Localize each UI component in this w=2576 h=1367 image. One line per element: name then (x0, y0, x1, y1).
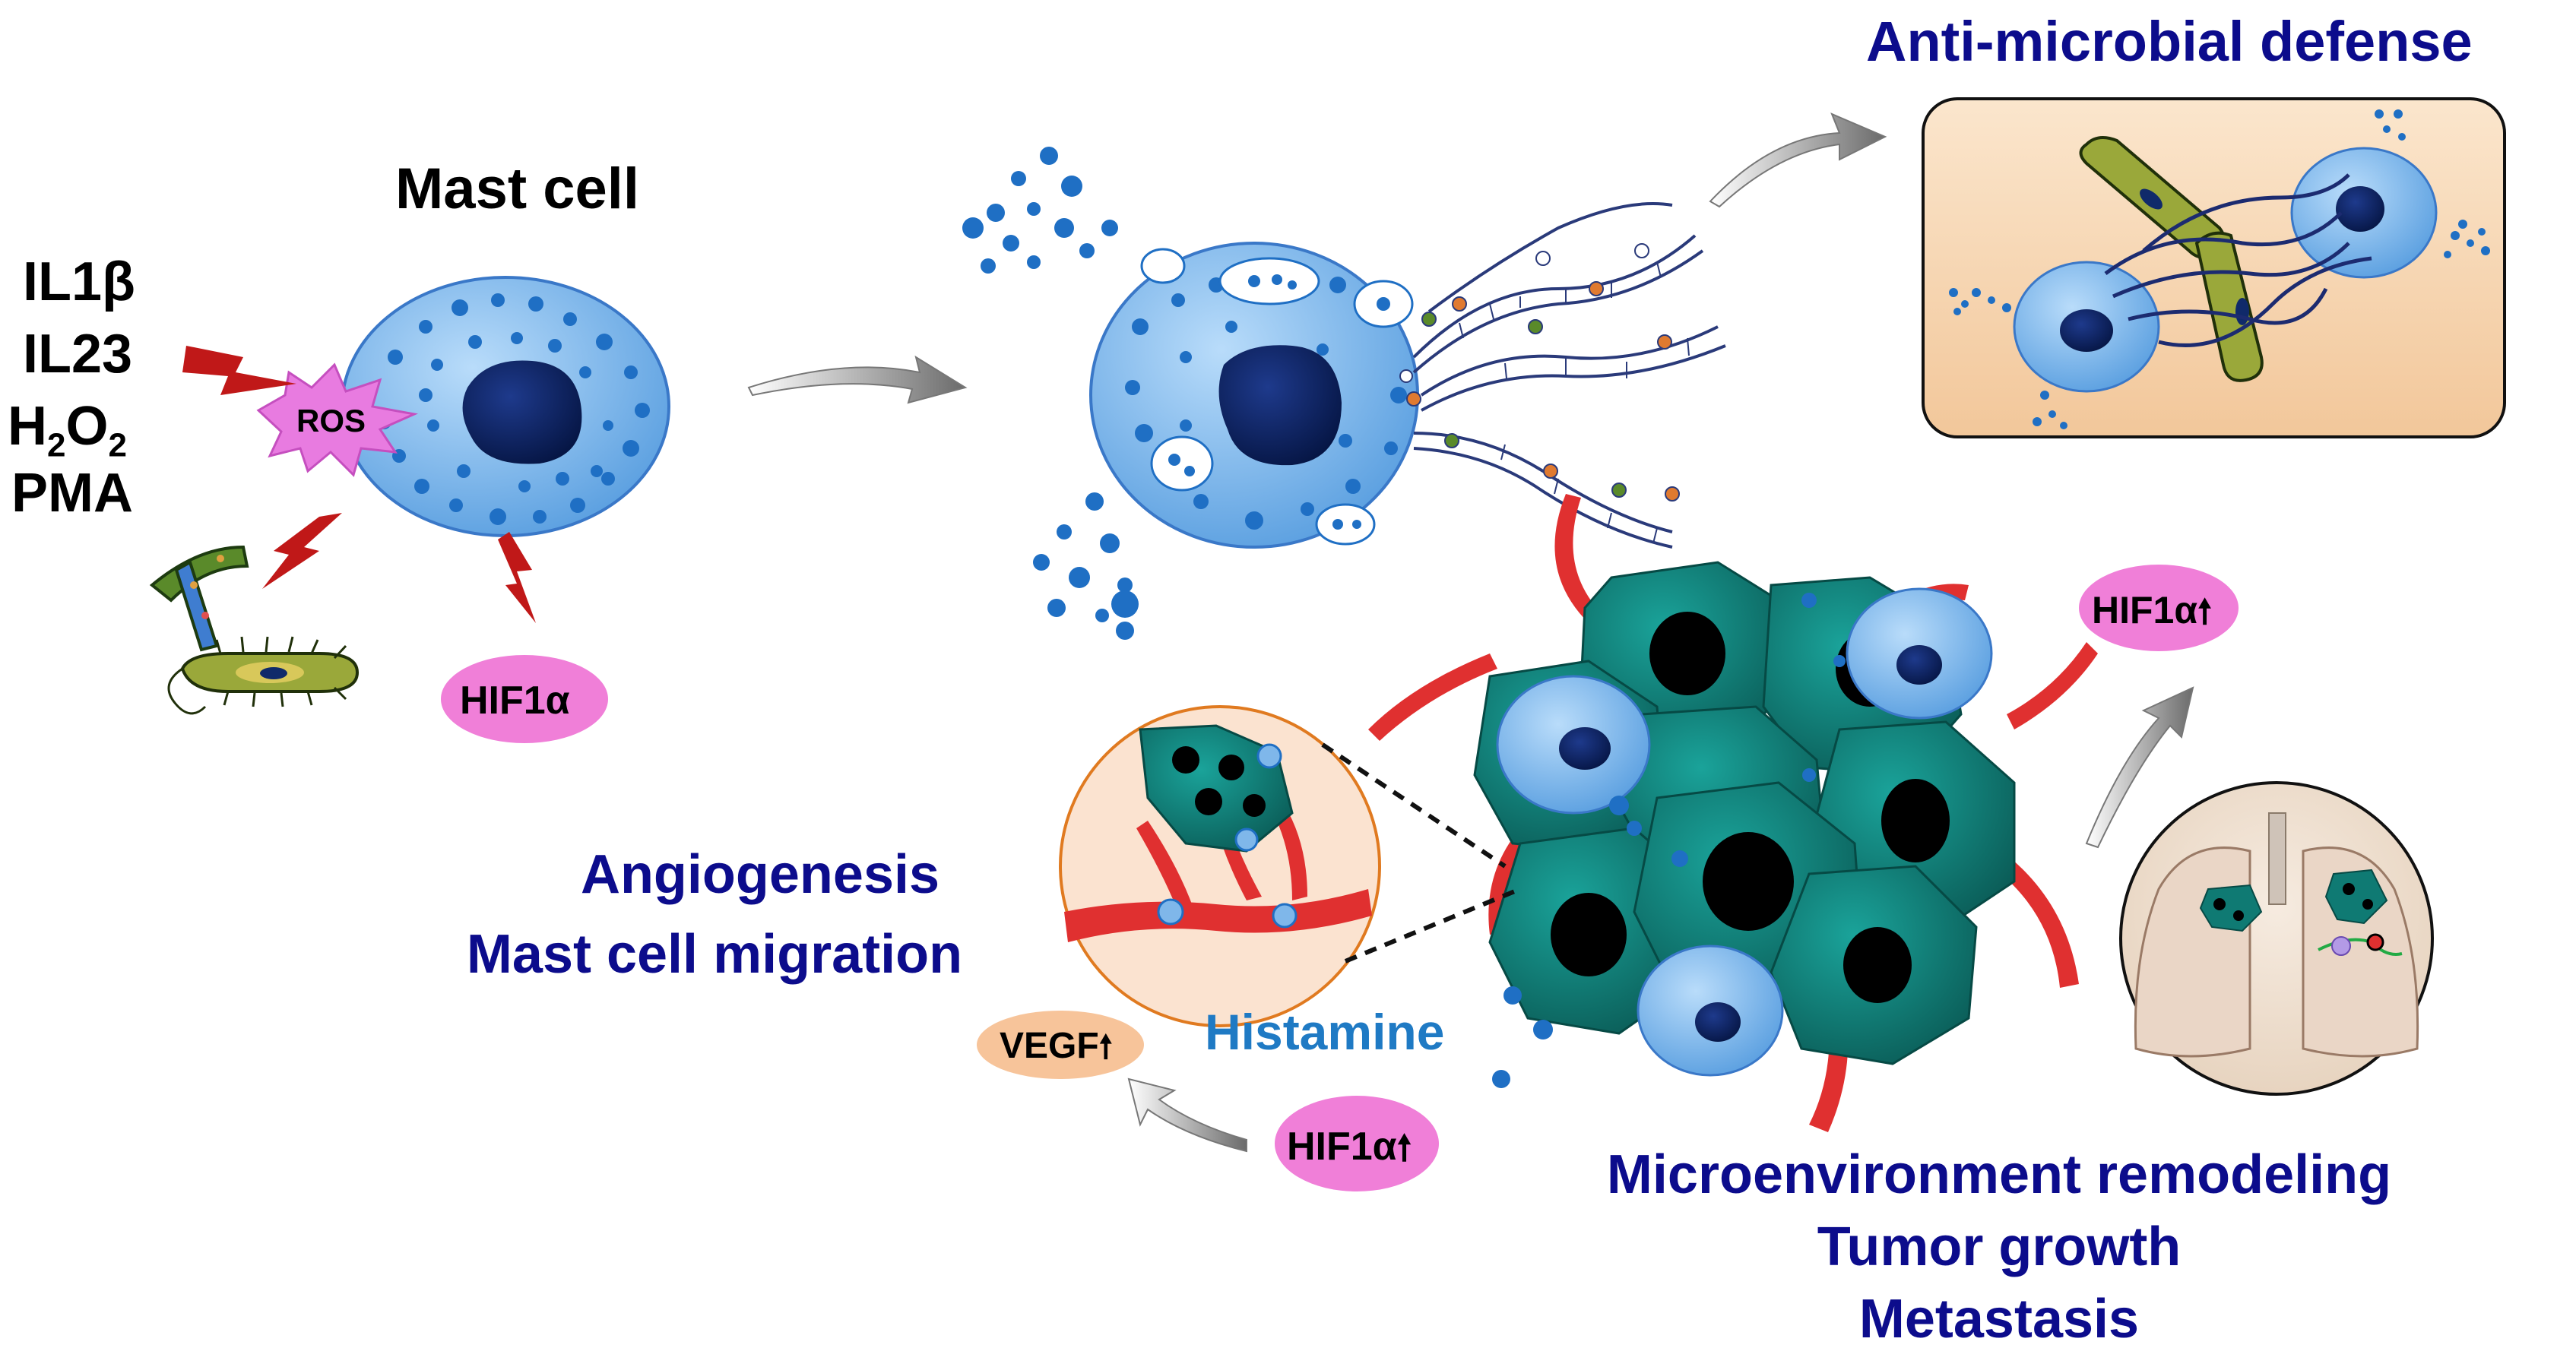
arrow-to-hif1a-up (2085, 686, 2194, 849)
h2o2-o: O (65, 396, 109, 457)
outcome-line-3: Metastasis (1858, 1289, 2140, 1350)
bolt-icon (498, 532, 536, 623)
flow-arrows (747, 112, 2194, 1153)
infiltrating-mast-cells (1496, 587, 1993, 1077)
tumor-area-granules (1492, 593, 1846, 1088)
fungus-icon (149, 545, 249, 652)
hif1a-label: HIF1α (460, 679, 570, 723)
hif1a-up-text-top: HIF1α (2092, 589, 2198, 631)
vegf-label: VEGF🠕 (1000, 1024, 1113, 1078)
stimulus-il23: IL23 (23, 324, 133, 384)
outcome-line-1: Microenvironment remodeling (1606, 1144, 2392, 1205)
bolt-icon (182, 346, 296, 395)
mast-cell-nucleus (462, 360, 582, 464)
arrow-to-antimicrobial (1709, 112, 1887, 208)
hif1a-up-label-top: HIF1α🠕 (2092, 587, 2212, 644)
up-arrow-icon: 🠕 (1098, 1029, 1113, 1065)
vegf-badge (977, 1011, 1144, 1079)
lung-inset (2119, 781, 2434, 1096)
inset-dashed-lines (1321, 742, 1522, 964)
mast-cell-title: Mast cell (395, 157, 640, 221)
h2o2-h: H (8, 396, 47, 457)
h2o2-sub-1: 2 (47, 426, 66, 464)
ros-burst (256, 362, 419, 477)
stimulus-pma: PMA (11, 463, 133, 524)
resting-mast-cell (341, 276, 670, 537)
vegf-text: VEGF (1000, 1026, 1099, 1066)
stimulus-il1b: IL1β (23, 252, 135, 312)
panel-granules (1949, 109, 2490, 429)
degranulating-cell-nucleus (1218, 345, 1342, 466)
degranulating-mast-cell (962, 147, 1419, 640)
hif1a-up-badge-top (2079, 565, 2239, 651)
mast-cell-granules (376, 293, 650, 525)
stimulus-bolts (182, 346, 536, 623)
arrow-to-degranulation (747, 355, 968, 404)
up-arrow-icon: 🠕 (1396, 1128, 1412, 1167)
panel-dna-net (2104, 173, 2372, 347)
dna-rungs (1459, 261, 1690, 544)
antimicrobial-title: Anti-microbial defense (1866, 10, 2473, 73)
angiogenesis-inset (1059, 705, 1381, 1027)
ros-star-shape (256, 362, 419, 477)
bolt-icon (262, 513, 342, 589)
stimulus-h2o2: H2O2 (8, 395, 127, 464)
h2o2-sub-2: 2 (108, 426, 127, 464)
inset-frame (1059, 705, 1381, 1027)
hif1a-up-badge-bottom (1275, 1096, 1439, 1191)
dna-beads (1399, 243, 1680, 502)
released-granules (962, 147, 1139, 640)
antimicrobial-panel (1922, 97, 2506, 438)
hif1a-up-label-bottom: HIF1α🠕 (1287, 1122, 1412, 1182)
migration-label: Mast cell migration (466, 924, 963, 985)
histamine-label: Histamine (1205, 1004, 1445, 1060)
up-arrow-icon: 🠕 (2197, 593, 2212, 631)
panel-mast-cells (2013, 147, 2438, 393)
ros-label: ROS (296, 403, 366, 438)
bacterium-icon (167, 636, 360, 715)
hif1a-badge (441, 655, 608, 743)
hif1a-up-text-bottom: HIF1α (1287, 1125, 1397, 1169)
angiogenesis-label: Angiogenesis (580, 844, 940, 905)
panel-bacteria (2079, 136, 2264, 382)
outcome-line-2: Tumor growth (1817, 1217, 2182, 1277)
arrow-to-vegf (1127, 1077, 1247, 1153)
trachea (2268, 812, 2286, 905)
